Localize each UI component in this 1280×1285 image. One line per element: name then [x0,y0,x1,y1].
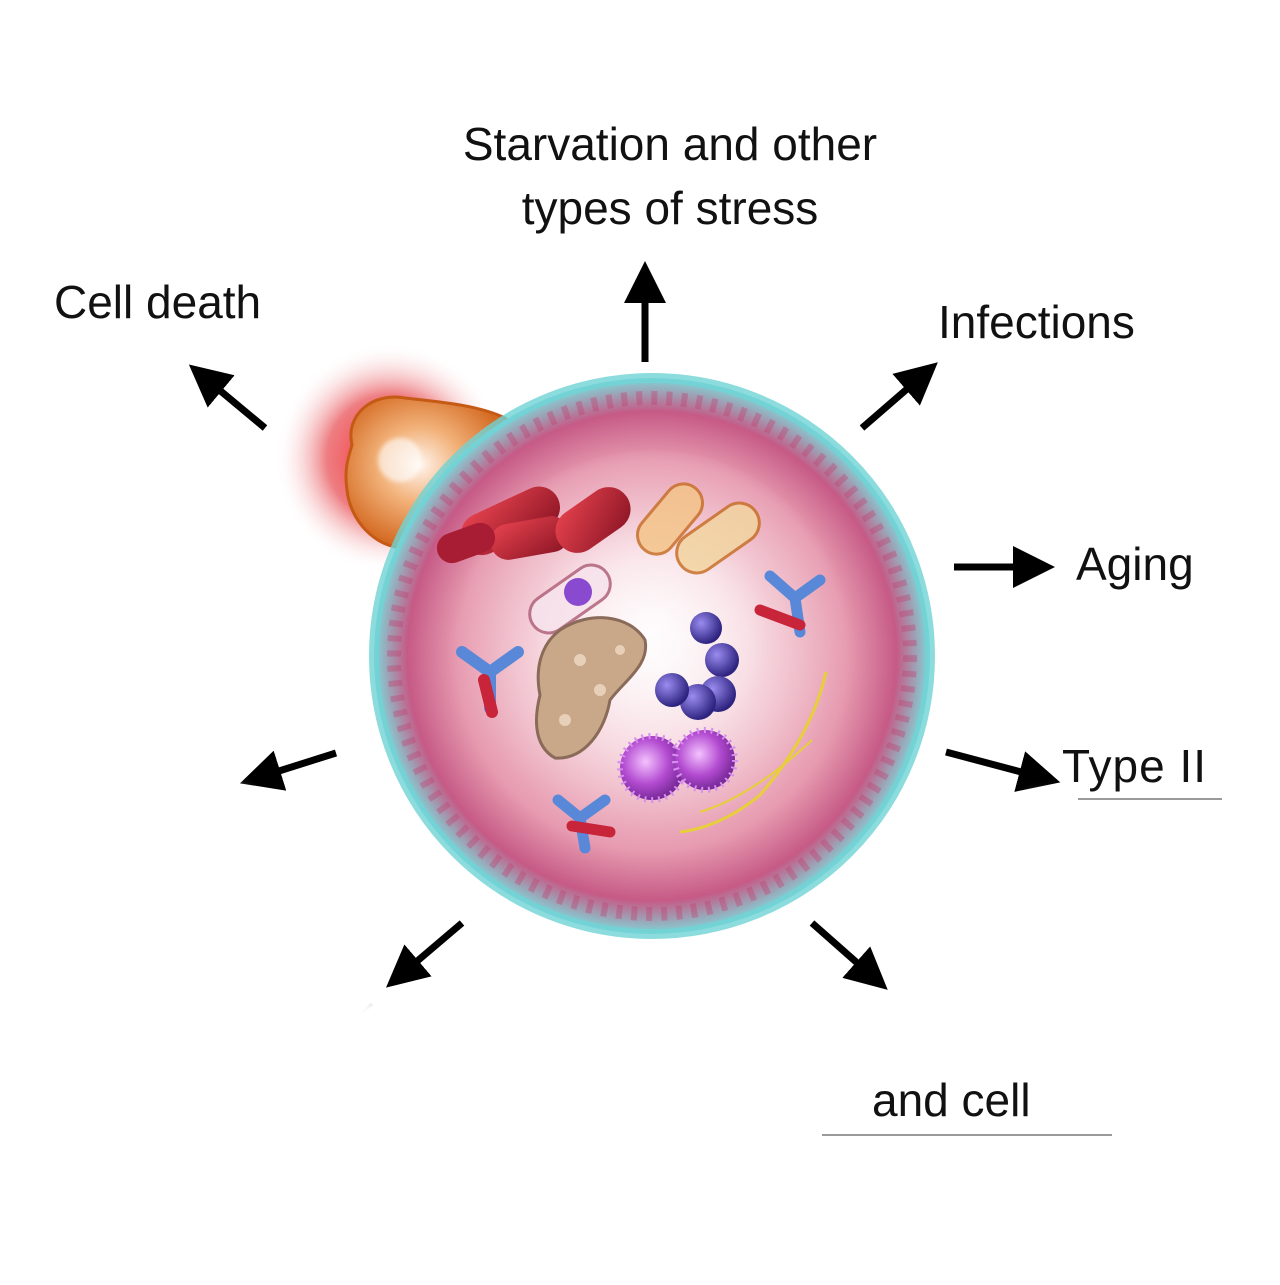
arrow-lower-left [385,920,465,988]
vesicle-icon [528,482,761,635]
arrow-left [239,749,338,791]
erased-region-bottom-left [60,1002,540,1132]
filament-icon [679,671,828,834]
erased-region-left [36,790,246,860]
virus-icon [617,727,738,803]
apoptotic-bleb [344,395,512,550]
label-and-cell: and cell [872,1074,1031,1126]
bacterium-icon [655,612,739,720]
label-type-ii-underline [1078,798,1222,800]
arrow-lower-right [945,748,1061,792]
mitochondrion-icon [436,486,631,564]
arrow-upper-left [188,364,268,431]
antibody-icon [456,570,826,854]
arrow-upper-right [859,362,938,431]
label-starvation: Starvation and other types of stress [400,112,940,240]
label-starvation-line2: types of stress [521,182,819,234]
cell-sphere [369,373,935,939]
label-and-cell-underline [822,1134,1112,1136]
arrows [188,261,1061,990]
erased-region-bottom-right [790,1002,1190,1066]
arrow-bottom-right [809,920,888,990]
protein-cluster-icon [535,616,648,760]
label-infections: Infections [938,296,1135,348]
label-type-ii: Type II [1062,740,1208,792]
erased-region-right [1030,796,1260,866]
label-aging: Aging [1076,538,1194,590]
label-cell-death: Cell death [54,276,262,328]
label-starvation-line1: Starvation and other [462,118,878,170]
